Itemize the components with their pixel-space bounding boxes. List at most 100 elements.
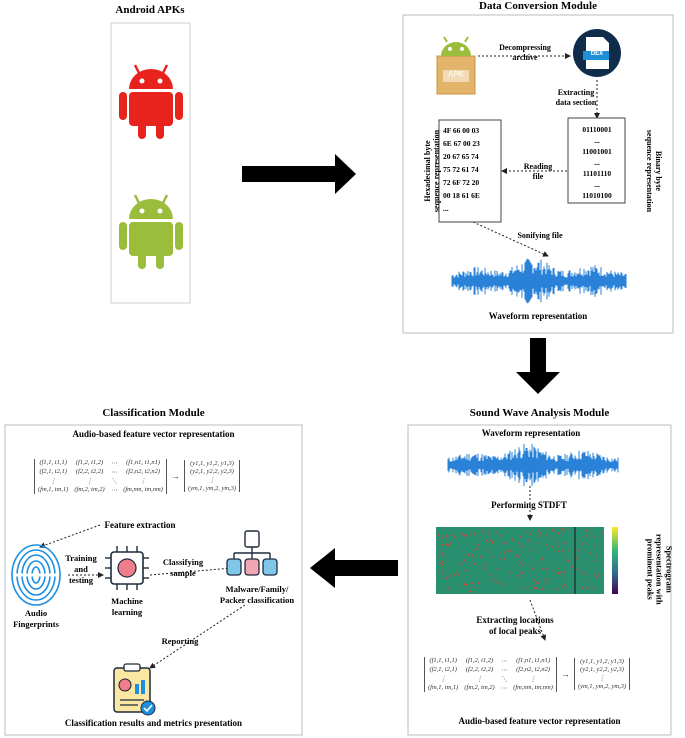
matrix-cell: ⋯ bbox=[500, 684, 508, 692]
spectrogram-plot bbox=[436, 527, 618, 594]
sound-feature-matrix: (f1,1, t1,1)(f1,2, t1,2)⋯(f1,n1, t1,n1)(… bbox=[424, 648, 660, 700]
android-robot-malware-icon bbox=[119, 64, 183, 139]
training-label: Training and testing bbox=[56, 553, 106, 586]
training-line2: and bbox=[74, 564, 88, 574]
reading-label: Reading file bbox=[518, 162, 558, 182]
binary-sequence-box bbox=[567, 117, 626, 204]
extracting-label: Extracting data section bbox=[546, 88, 606, 108]
matrix-cell: (f2,1, t2,1) bbox=[39, 467, 67, 475]
classification-feature-label: Audio-based feature vector representatio… bbox=[72, 429, 235, 439]
waveform-conversion bbox=[451, 258, 627, 304]
classification-feature-matrix: (f1,1, t1,1)(f1,2, t1,2)⋯(f1,n1, t1,n1)(… bbox=[34, 450, 274, 502]
android-apks-title: Android APKs bbox=[115, 4, 185, 16]
flow-arrow-right bbox=[242, 154, 356, 194]
decompressing-label: Decompressing archive bbox=[490, 43, 560, 63]
bin-row: 11010100 bbox=[582, 191, 612, 200]
sound-feature-label: Audio-based feature vector representatio… bbox=[458, 716, 621, 726]
hex-row: 00 18 61 6E bbox=[443, 191, 480, 200]
matrix-arrow: → bbox=[170, 471, 180, 481]
bin-label-line2: sequence representation bbox=[645, 129, 654, 213]
classifying-line1: Classifying bbox=[162, 557, 204, 567]
matrix-cell: (fm,2, tm,2) bbox=[74, 485, 105, 493]
extracting-line1: Extracting bbox=[557, 88, 595, 97]
hex-sequence-box bbox=[438, 119, 502, 223]
matrix-cell: (f1,1, t1,1) bbox=[39, 458, 67, 466]
android-robot-benign-icon bbox=[119, 194, 183, 269]
bin-label: Binary byte sequence representation bbox=[645, 113, 663, 229]
classifying-line2: sample bbox=[170, 568, 196, 578]
matrix-cell: ⋯ bbox=[110, 459, 118, 467]
matrix-cell: ⋮ bbox=[529, 675, 537, 683]
hex-label: Hexadecimal byte sequence representation bbox=[423, 113, 441, 229]
dex-label: DEX bbox=[590, 51, 604, 57]
stdft-label: Performing STDFT bbox=[491, 500, 567, 510]
conversion-title: Data Conversion Module bbox=[479, 0, 597, 12]
reading-line2: file bbox=[532, 172, 544, 181]
hex-row: 4F 66 00 03 bbox=[443, 126, 480, 135]
flow-arrow-down bbox=[516, 338, 560, 394]
matrix-cell: (fm,1, tm,1) bbox=[38, 485, 69, 493]
ml-line2: learning bbox=[111, 607, 143, 617]
matrix-output-cell: (ym,1, ym,2, ym,3) bbox=[187, 485, 237, 492]
bin-row: ... bbox=[594, 136, 600, 145]
apk-label: APK bbox=[447, 70, 464, 79]
matrix-cell: (f1,2, t1,2) bbox=[465, 656, 494, 664]
matrix-output-cell: (y2,1, y2,2, y2,3) bbox=[580, 666, 624, 673]
ml-label: Machine learning bbox=[102, 596, 152, 618]
matrix-cell: ⋮ bbox=[439, 675, 447, 683]
matrix-output-cell: ⋮ bbox=[208, 477, 216, 484]
training-line3: testing bbox=[68, 575, 94, 585]
matrix-cell: (f2,2, t2,2) bbox=[465, 665, 494, 673]
matrix-cell: ⋯ bbox=[110, 486, 118, 494]
bin-row: 11001001 bbox=[582, 147, 612, 156]
spectro-line2: representation with bbox=[654, 533, 665, 605]
bin-row: ... bbox=[594, 158, 600, 167]
reading-line1: Reading bbox=[523, 162, 553, 171]
result-classification-label: Malware/Family/ Packer classification bbox=[212, 584, 302, 606]
bin-row: 01110001 bbox=[582, 125, 612, 134]
matrix-cell: (fm,nm, tm,nm) bbox=[123, 485, 163, 493]
sonifying-label: Sonifying file bbox=[517, 231, 563, 240]
extract-line2: of local peaks bbox=[488, 626, 541, 636]
matrix-cell: ⋱ bbox=[110, 477, 118, 485]
matrix-cell: ⋯ bbox=[500, 666, 508, 674]
flow-arrow-left bbox=[310, 548, 398, 588]
result-line1: Malware/Family/ bbox=[225, 584, 289, 594]
classification-hierarchy-icon bbox=[226, 530, 278, 576]
training-line1: Training bbox=[65, 553, 97, 563]
matrix-output-cell: (y1,1, y1,2, y1,3) bbox=[580, 658, 624, 665]
matrix-cell: (fm,nm, tm,nm) bbox=[513, 683, 553, 691]
spectro-line1: Spectrogram bbox=[664, 545, 675, 593]
matrix-cell: (f1,n1, t1,n1) bbox=[516, 656, 551, 664]
matrix-cell: (fm,2, tm,2) bbox=[464, 683, 495, 691]
android-apks-panel bbox=[110, 22, 191, 304]
classification-results-label: Classification results and metrics prese… bbox=[64, 718, 243, 728]
matrix-output-cell: ⋮ bbox=[598, 675, 606, 682]
matrix-cell: ⋮ bbox=[49, 477, 57, 485]
audio-line2: Fingerprints bbox=[13, 619, 59, 629]
matrix-cell: (f1,n1, t1,n1) bbox=[126, 458, 161, 466]
matrix-arrow: → bbox=[560, 669, 570, 679]
matrix-cell: ⋯ bbox=[500, 657, 508, 665]
matrix-output-cell: (y2,1, y2,2, y2,3) bbox=[190, 468, 234, 475]
extracting-line2: data section bbox=[555, 98, 597, 107]
matrix-cell: (f1,1, t1,1) bbox=[429, 656, 457, 664]
bin-label-line1: Binary byte bbox=[654, 150, 663, 192]
decompressing-line1: Decompressing bbox=[499, 43, 551, 52]
result-line2: Packer classification bbox=[219, 595, 295, 605]
hex-row: 72 6F 72 20 bbox=[443, 178, 480, 187]
sound-title: Sound Wave Analysis Module bbox=[469, 407, 610, 419]
apk-package-icon bbox=[436, 36, 476, 95]
dex-file-icon bbox=[573, 29, 621, 77]
hex-row: 6E 67 00 23 bbox=[443, 139, 480, 148]
matrix-output-cell: (y1,1, y1,2, y1,3) bbox=[190, 460, 234, 467]
audio-fingerprint-icon bbox=[11, 544, 61, 606]
matrix-cell: ⋯ bbox=[110, 468, 118, 476]
matrix-cell: (f2,n2, t2,n2) bbox=[516, 665, 551, 673]
sound-waveform-label: Waveform representation bbox=[481, 428, 581, 438]
spectro-line3: prominent peaks bbox=[645, 538, 656, 600]
machine-learning-chip-icon bbox=[105, 546, 149, 590]
matrix-cell: (f2,n2, t2,n2) bbox=[126, 467, 161, 475]
